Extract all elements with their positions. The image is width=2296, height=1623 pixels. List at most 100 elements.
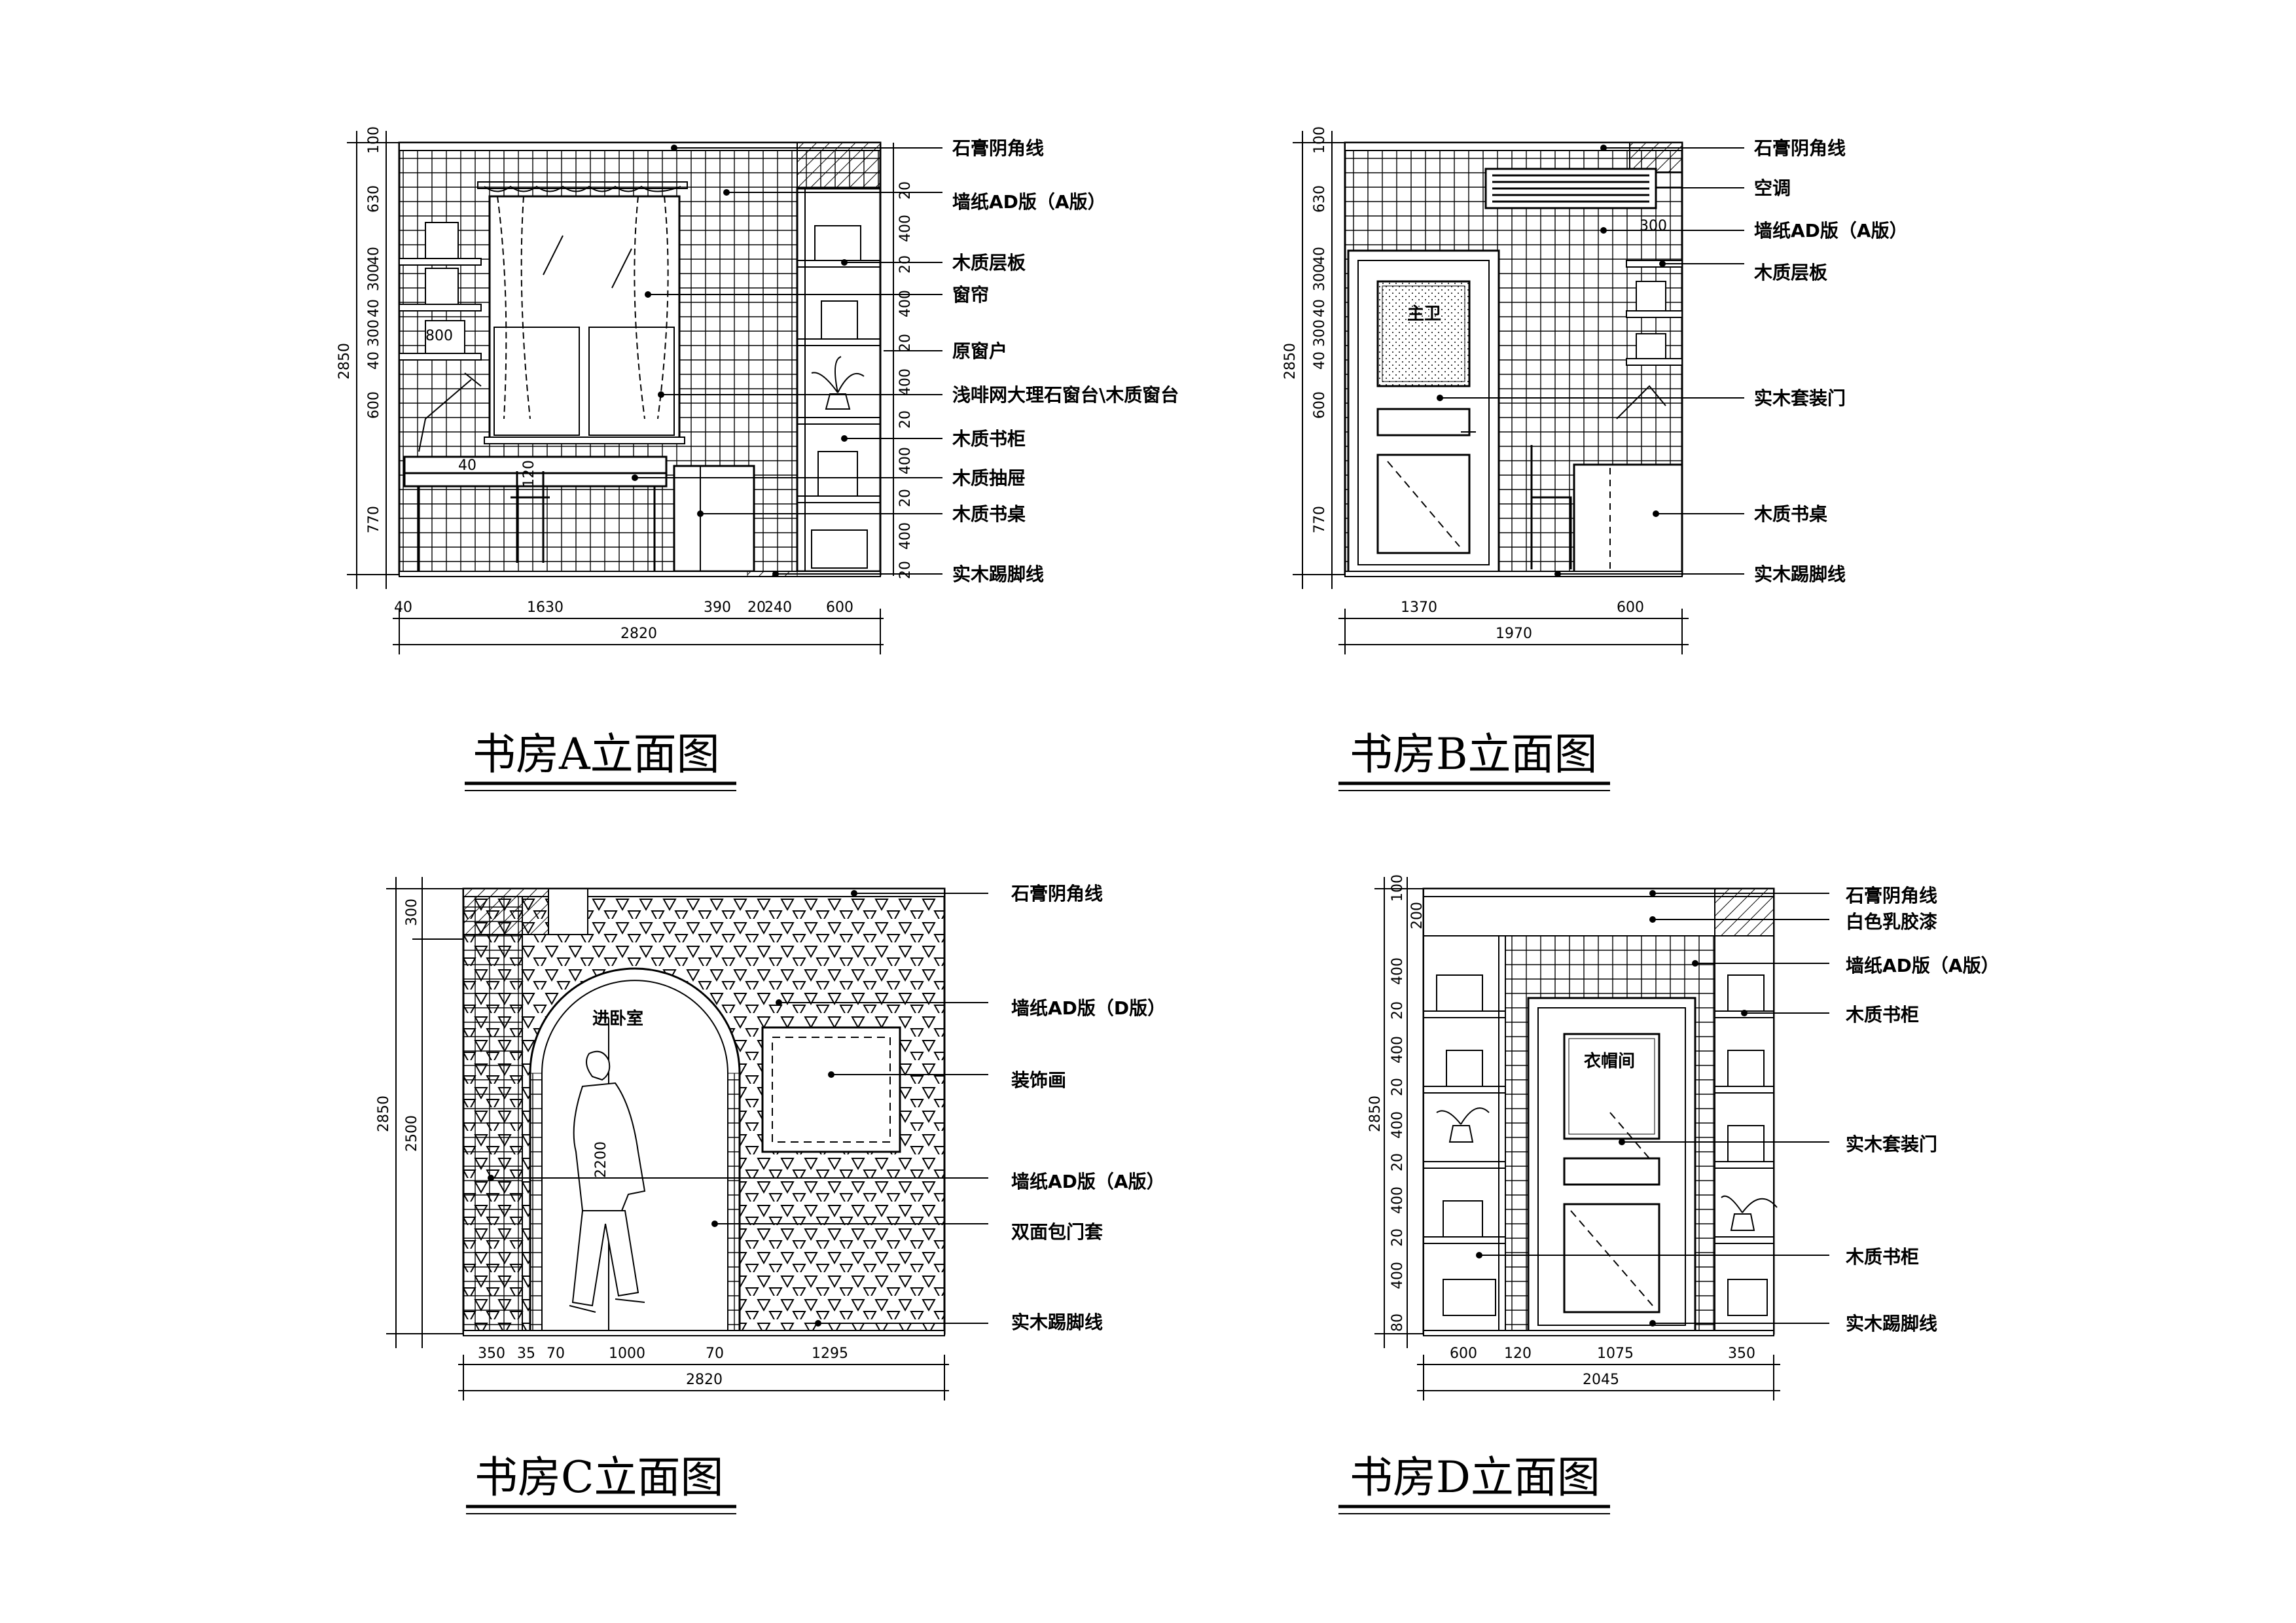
- vdim-b-8: 770: [1312, 506, 1328, 533]
- vdim-c-1: 2500: [404, 1115, 420, 1152]
- vdim-b-5: 300: [1312, 319, 1328, 347]
- hdim-d-0: 600: [1450, 1346, 1477, 1362]
- label-a-7: 木质抽屉: [952, 467, 1026, 489]
- title-c: 书房C立面图: [475, 1452, 724, 1503]
- vdim-d-9: 20: [1390, 1228, 1406, 1247]
- room-c: 进卧室: [592, 1008, 643, 1029]
- rdim-a-0: 20: [897, 181, 914, 200]
- rdim-a-1: 400: [897, 215, 914, 242]
- person-figure-c: [569, 1052, 645, 1312]
- vdim-a-0: 100: [366, 126, 382, 154]
- hdim-c-0: 350: [478, 1346, 505, 1362]
- label-b-2: 墙纸AD版（A版）: [1754, 220, 1908, 241]
- inner-a-1: 120: [521, 460, 537, 488]
- hdim-b-0: 1370: [1401, 599, 1437, 616]
- hdim-a-5: 600: [826, 599, 853, 616]
- rdim-a-9: 400: [897, 522, 914, 550]
- label-d-0: 石膏阴角线: [1845, 885, 1937, 906]
- hdim-a-3: 20: [747, 599, 766, 616]
- rdim-a-3: 400: [897, 290, 914, 317]
- label-a-4: 原窗户: [952, 340, 1007, 362]
- rdim-a-6: 20: [897, 410, 914, 429]
- height-total-c: 2850: [376, 1096, 392, 1132]
- hdim-d-3: 350: [1728, 1346, 1755, 1362]
- label-c-0: 石膏阴角线: [1011, 883, 1103, 904]
- desk-a: [404, 457, 754, 571]
- bookcase-a: [797, 188, 880, 571]
- vdim-d-10: 400: [1390, 1262, 1406, 1289]
- title-d: 书房D立面图: [1350, 1452, 1600, 1503]
- elevation-c: 进卧室 石膏阴角线 墙纸AD版（D版） 装饰画 墙纸AD版（A版）: [376, 877, 1166, 1514]
- label-b-5: 木质书桌: [1753, 503, 1827, 525]
- inner-c-0: 2200: [593, 1141, 609, 1178]
- shelves-a: [399, 223, 481, 360]
- rdim-a-7: 400: [897, 447, 914, 474]
- label-a-2: 木质层板: [952, 252, 1026, 274]
- label-d-4: 实木套装门: [1846, 1133, 1937, 1155]
- elevation-a: 石膏阴角线 墙纸AD版（A版） 木质层板 窗帘 原窗户 浅啡网大理石窗台\木质窗…: [336, 126, 1179, 791]
- label-c-5: 实木踢脚线: [1011, 1311, 1103, 1333]
- label-c-2: 装饰画: [1011, 1069, 1066, 1091]
- hdim-a-0: 40: [394, 599, 412, 616]
- vdim-a-2: 40: [366, 247, 382, 265]
- vdim-a-5: 300: [366, 319, 382, 347]
- label-d-1: 白色乳胶漆: [1846, 911, 1937, 933]
- hdim-d-1: 120: [1504, 1346, 1532, 1362]
- door-d: [1528, 998, 1695, 1334]
- vdim-b-7: 600: [1312, 391, 1328, 419]
- hdim-c-1: 35: [517, 1346, 535, 1362]
- elevation-b: 主卫 石膏阴角线 空调 墙纸AD版（A: [1282, 126, 1908, 791]
- width-total-d: 2045: [1583, 1372, 1619, 1388]
- vdim-d-8: 400: [1390, 1186, 1406, 1214]
- bookcase-d-left: [1424, 936, 1505, 1334]
- vdim-a-1: 630: [366, 185, 382, 213]
- label-a-3: 窗帘: [952, 284, 989, 306]
- label-d-6: 实木踢脚线: [1846, 1313, 1937, 1334]
- label-d-2: 墙纸AD版（A版）: [1846, 955, 2000, 976]
- label-b-1: 空调: [1754, 177, 1791, 199]
- width-total-c: 2820: [686, 1372, 723, 1388]
- room-d: 衣帽间: [1584, 1051, 1635, 1071]
- vdim-d-11: 80: [1390, 1313, 1406, 1332]
- label-a-8: 木质书桌: [952, 503, 1026, 525]
- vdim-b-0: 100: [1312, 126, 1328, 154]
- dim-lines-a: [347, 131, 893, 654]
- vdim-b-3: 300: [1312, 264, 1328, 291]
- rdim-a-4: 20: [897, 334, 914, 352]
- hdim-c-4: 70: [706, 1346, 724, 1362]
- label-d-5: 木质书柜: [1845, 1246, 1919, 1268]
- column-hatch-a: [797, 143, 880, 188]
- title-a: 书房A立面图: [473, 729, 720, 779]
- label-c-3: 墙纸AD版（A版）: [1011, 1171, 1165, 1192]
- vdim-d-2: 400: [1390, 957, 1406, 985]
- inner-a-0: 40: [458, 457, 476, 474]
- label-c-1: 墙纸AD版（D版）: [1011, 997, 1166, 1019]
- label-a-0: 石膏阴角线: [952, 137, 1044, 159]
- vdim-b-1: 630: [1312, 185, 1328, 213]
- height-total-d: 2850: [1367, 1096, 1384, 1132]
- decor-painting-c: [762, 1027, 900, 1152]
- vdim-d-7: 20: [1390, 1153, 1406, 1171]
- vdim-c-0: 300: [404, 899, 420, 926]
- vdim-d-5: 20: [1390, 1078, 1406, 1096]
- vdim-a-8: 770: [366, 506, 382, 533]
- vdim-a-7: 600: [366, 391, 382, 419]
- vdim-d-0: 100: [1390, 874, 1406, 902]
- inner-b-0: 300: [1640, 218, 1667, 234]
- label-a-9: 实木踢脚线: [952, 563, 1044, 585]
- label-a-1: 墙纸AD版（A版）: [952, 191, 1106, 213]
- vdim-a-3: 300: [366, 264, 382, 291]
- vdim-d-3: 20: [1390, 1001, 1406, 1020]
- title-b: 书房B立面图: [1350, 729, 1598, 779]
- elevation-d: 衣帽间 石膏阴角线 白色乳胶漆 墙纸AD版（A版） 木质书柜 实木套装门 木质书…: [1338, 874, 2000, 1514]
- hdim-c-5: 1295: [812, 1346, 848, 1362]
- hdim-c-3: 1000: [609, 1346, 645, 1362]
- label-b-6: 实木踢脚线: [1754, 563, 1846, 585]
- vdim-d-1: 200: [1409, 902, 1426, 929]
- hdim-a-4: 240: [764, 599, 792, 616]
- rdim-a-2: 20: [897, 255, 914, 274]
- hdim-d-2: 1075: [1597, 1346, 1634, 1362]
- inner-a-2: 800: [425, 328, 453, 344]
- hdim-a-1: 1630: [527, 599, 564, 616]
